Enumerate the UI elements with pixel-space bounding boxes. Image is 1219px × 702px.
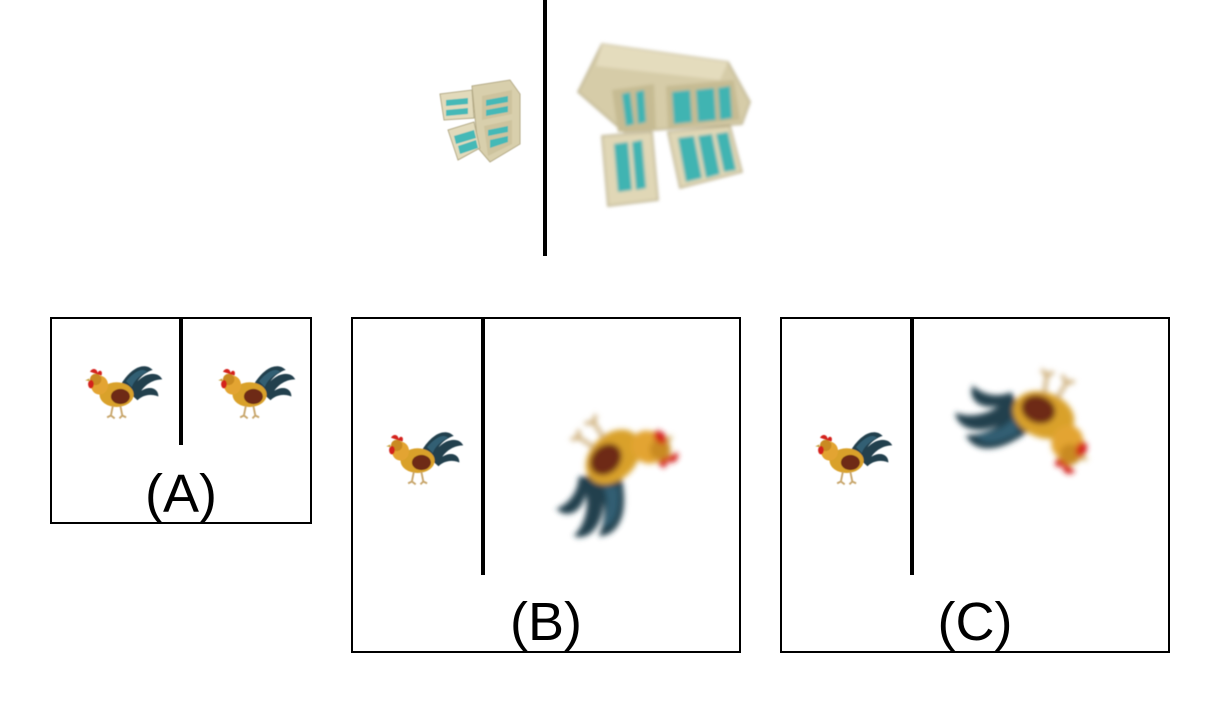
option-panel-a[interactable]: (A) — [50, 317, 312, 524]
option-b-divider — [481, 319, 485, 575]
option-c-divider — [910, 319, 914, 575]
rooster-large-rotated-icon — [521, 383, 693, 556]
fridge-large-rotated-icon — [577, 43, 751, 207]
option-label-c: (C) — [937, 592, 1013, 652]
option-label-a: (A) — [145, 464, 217, 524]
option-label-b: (B) — [510, 592, 582, 652]
rooster-small-icon — [385, 431, 465, 486]
fridge-small-icon — [439, 79, 521, 163]
option-a-divider — [179, 319, 183, 445]
rooster-small-icon — [814, 431, 894, 486]
rooster-large-rotated-icon — [945, 343, 1115, 486]
rooster-small-icon — [217, 365, 297, 420]
option-panel-b[interactable]: (B) — [351, 317, 741, 653]
option-panel-c[interactable]: (C) — [780, 317, 1170, 653]
prompt-divider — [543, 0, 547, 256]
rooster-small-icon — [84, 365, 164, 420]
